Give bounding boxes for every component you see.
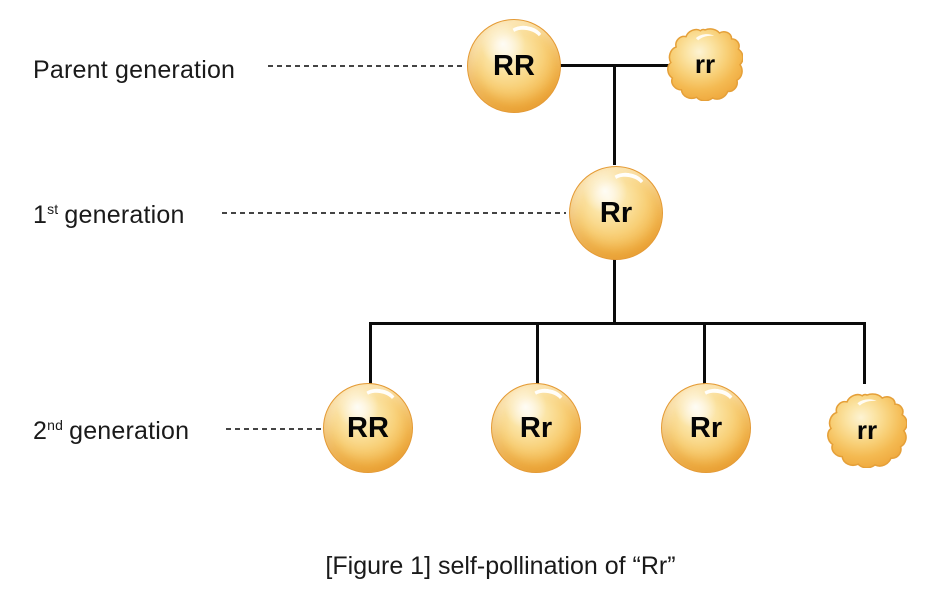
genotype-label: Rr [519, 411, 553, 444]
genotype-label: Rr [599, 196, 633, 229]
ordinal-suffix: nd [47, 417, 64, 433]
wrinkled-pea-icon [827, 393, 907, 468]
branch-drop-2 [536, 322, 539, 384]
pea-f2-Rr-1: Rr [491, 383, 581, 473]
genotype-label: rr [856, 414, 878, 445]
pea-parent-RR: RR [467, 19, 561, 113]
branch-drop-1 [369, 322, 372, 384]
first-gen-leader-line [222, 212, 566, 214]
generation-number: 2 [33, 417, 48, 445]
pea-f1-Rr: Rr [569, 166, 663, 260]
pea-f2-rr: rr [827, 392, 907, 468]
branch-drop-4 [863, 322, 866, 384]
figure-caption: [Figure 1] self-pollination of “Rr” [325, 552, 676, 580]
first-generation-label: 1st generation [33, 201, 185, 230]
generation-word: generation [69, 417, 190, 445]
wrinkled-pea-icon [667, 28, 743, 101]
pea-parent-rr: rr [667, 27, 743, 101]
parent-generation-label: Parent generation [33, 56, 236, 84]
parent-leader-line [268, 65, 466, 67]
branch-drop-3 [703, 322, 706, 384]
pea-f2-Rr-2: Rr [661, 383, 751, 473]
ordinal-suffix: st [47, 201, 59, 217]
pea-f2-RR: RR [323, 383, 413, 473]
second-generation-label: 2nd generation [33, 417, 189, 446]
genotype-label: RR [493, 49, 535, 82]
genotype-label: RR [347, 411, 389, 444]
parent-to-f1-line [613, 64, 616, 165]
f1-to-branch-line [613, 257, 616, 324]
genotype-label: rr [694, 48, 716, 79]
genotype-label: Rr [689, 411, 723, 444]
branch-line [369, 322, 866, 325]
generation-number: 1 [33, 201, 48, 229]
second-gen-leader-line [226, 428, 321, 430]
generation-word: generation [64, 201, 185, 229]
